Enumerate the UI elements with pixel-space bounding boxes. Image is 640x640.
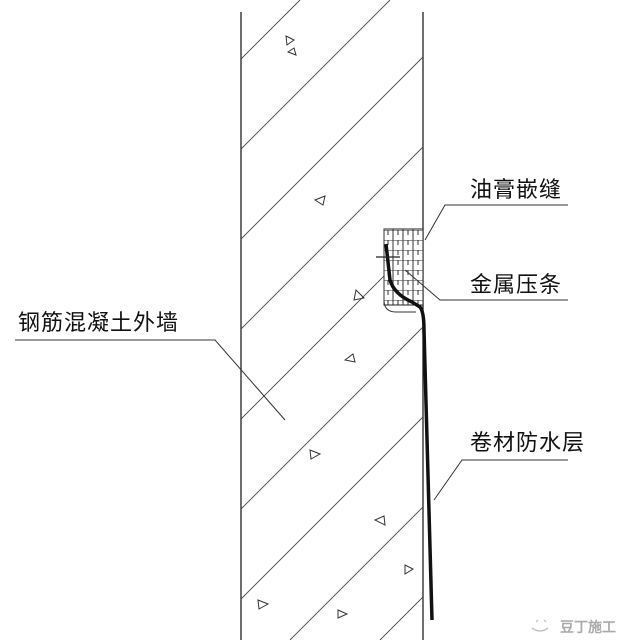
label-membrane: 卷材防水层 [470, 431, 586, 456]
wall-hatch [241, 0, 423, 640]
aggregate-triangles [257, 35, 415, 619]
metal-strip-fold [384, 243, 434, 621]
concrete-wall [240, 0, 424, 640]
sealant-block [383, 228, 424, 306]
watermark: 豆丁施工 [560, 620, 616, 636]
watermark-logo-icon [531, 619, 549, 632]
label-sealant: 油膏嵌缝 [470, 178, 563, 203]
metal-strip [383, 229, 416, 313]
leader-lines [15, 204, 568, 501]
label-metal-strip: 金属压条 [470, 273, 563, 298]
label-wall: 钢筋混凝土外墙 [18, 311, 180, 336]
